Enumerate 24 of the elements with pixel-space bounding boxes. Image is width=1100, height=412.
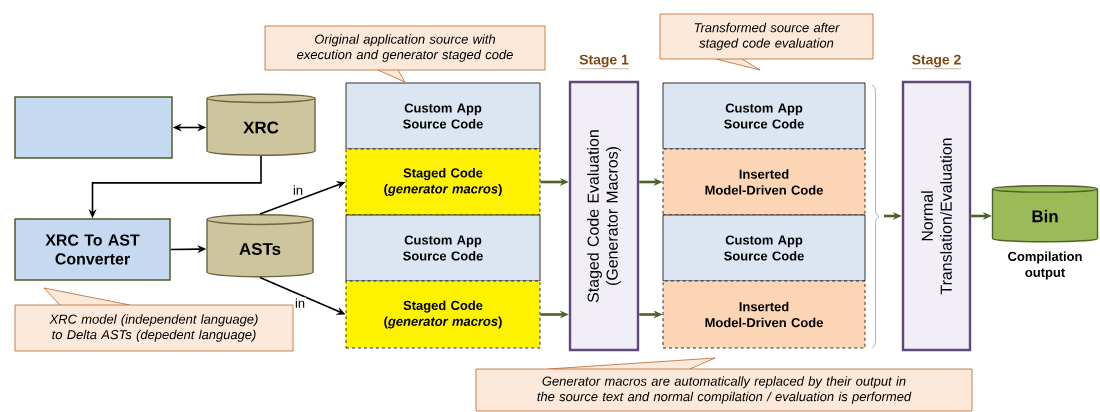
node-label: Stage 2: [912, 54, 961, 68]
edge-label: in: [291, 184, 305, 196]
code-block: Inserted Model-Driven Code: [662, 280, 866, 349]
callout-box: Original application source with execution and generator staged code: [264, 25, 546, 83]
caption-text: Compilation output: [1008, 251, 1082, 280]
code-block: Inserted Model-Driven Code: [662, 148, 866, 216]
callout-box: Generator macros are automatically replaced by their output in the source text and normal compilation / evaluation is performed: [475, 357, 973, 412]
tool-box: [14, 96, 173, 159]
code-block: Custom App Source Code: [662, 82, 866, 150]
code-block: Custom App Source Code: [345, 214, 541, 282]
edge-label: in: [293, 297, 307, 309]
callout-box: XRC model (independent language) to Delta ASTs (depedent language): [14, 287, 294, 352]
data-cylinder: XRC: [206, 93, 316, 156]
data-cylinder: ASTs: [206, 214, 314, 278]
callout-box: Transformed source after staged code evaluation: [659, 13, 874, 71]
stage-bar: Normal Translation/Evaluation Stage 2: [901, 54, 972, 352]
tool-box: XRC To AST Converter: [14, 218, 171, 281]
code-block: Staged Code (generator macros): [345, 280, 541, 349]
node-label: Stage 1: [579, 54, 629, 68]
code-block: Custom App Source Code: [345, 82, 541, 150]
stage-bar: Staged Code Evaluation (Generator Macros) Stage 1: [568, 54, 640, 352]
code-block: Staged Code (generator macros): [345, 148, 541, 216]
code-block: Custom App Source Code: [662, 214, 866, 282]
data-cylinder: Bin: [991, 185, 1099, 243]
